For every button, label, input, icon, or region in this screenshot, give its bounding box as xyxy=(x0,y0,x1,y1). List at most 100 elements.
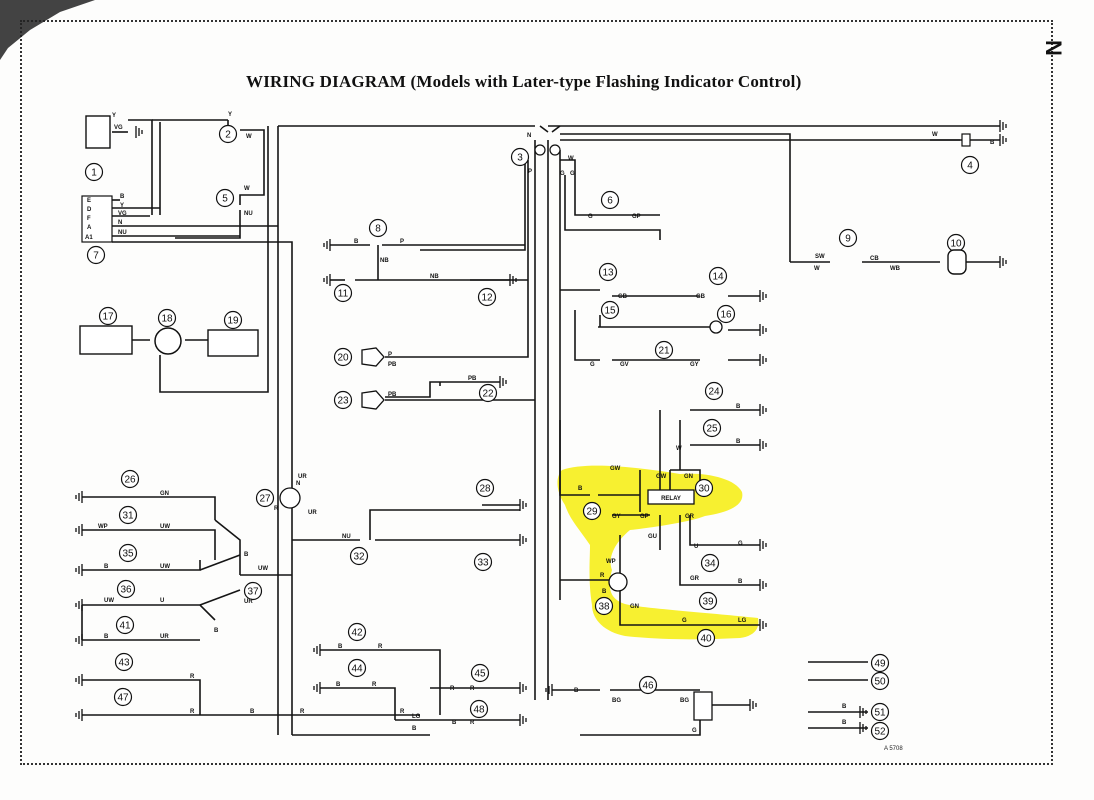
component-number-circle xyxy=(638,675,658,695)
component-16: 16 xyxy=(716,304,736,324)
wire-colour-label: G xyxy=(738,541,743,547)
component-number: 18 xyxy=(161,314,173,325)
wire-colour-label: G xyxy=(560,171,565,177)
wire xyxy=(82,679,201,715)
wire-colour-label: B xyxy=(412,726,417,732)
earth-icon xyxy=(759,439,767,451)
wire xyxy=(689,515,760,546)
earth-icon xyxy=(323,274,331,286)
earth-icon xyxy=(75,524,83,536)
earth-icon xyxy=(75,674,83,686)
component-number-circle xyxy=(700,553,720,573)
earth-icon xyxy=(519,534,527,546)
terminal-label: A1 xyxy=(85,235,93,241)
component-number: 35 xyxy=(122,549,134,560)
earth-icon xyxy=(759,579,767,591)
wire xyxy=(159,126,269,393)
wire-colour-label: WB xyxy=(890,266,901,272)
component-number: 39 xyxy=(702,597,714,608)
wire-colour-label: PB xyxy=(388,392,397,398)
component-11: 11 xyxy=(333,283,353,303)
component-number-circle xyxy=(702,418,722,438)
component-number: 46 xyxy=(642,681,654,692)
component-12: 12 xyxy=(477,287,497,307)
component-4: 4 xyxy=(960,155,980,175)
component-number: 38 xyxy=(598,602,610,613)
component-number-circle xyxy=(475,478,495,498)
earth-icon xyxy=(509,274,517,286)
component-number-circle xyxy=(368,218,388,238)
component-28: 28 xyxy=(475,478,495,498)
earth-icon xyxy=(313,682,321,694)
component-number-circle xyxy=(349,546,369,566)
earth-icon xyxy=(759,539,767,551)
earth-icon xyxy=(135,126,143,138)
wire-colour-label: GW xyxy=(610,466,621,472)
component-15: 15 xyxy=(600,300,620,320)
component-number-circle xyxy=(598,262,618,282)
component-25: 25 xyxy=(702,418,722,438)
wire xyxy=(112,241,293,300)
component-number-circle xyxy=(347,622,367,642)
component-number: 5 xyxy=(222,194,228,205)
component-symbol xyxy=(693,691,713,721)
wire xyxy=(560,159,660,216)
terminal-label: F xyxy=(87,216,91,222)
component-41: 41 xyxy=(115,615,135,635)
wire xyxy=(580,710,701,736)
wire-colour-label: GW xyxy=(656,474,667,480)
wire-colour-label: B xyxy=(736,404,741,410)
component-50: 50 xyxy=(870,671,890,691)
component-34: 34 xyxy=(700,553,720,573)
component-24: 24 xyxy=(704,381,724,401)
wire-colour-label: R xyxy=(190,674,195,680)
wire-colour-label: B xyxy=(736,439,741,445)
earth-icon xyxy=(75,564,83,576)
earth-icon xyxy=(323,239,331,251)
component-36: 36 xyxy=(116,579,136,599)
component-23: 23 xyxy=(333,390,353,410)
component-number-circle xyxy=(870,721,890,741)
component-5: 5 xyxy=(215,188,235,208)
component-number: 50 xyxy=(874,677,886,688)
component-number: 45 xyxy=(474,669,486,680)
component-number-circle xyxy=(694,478,714,498)
earth-icon xyxy=(759,324,767,336)
component-21: 21 xyxy=(654,340,674,360)
wire xyxy=(320,649,441,715)
component-14: 14 xyxy=(708,266,728,286)
component-number: 36 xyxy=(120,585,132,596)
component-51: 51 xyxy=(870,702,890,722)
wire-colour-label: W xyxy=(932,132,938,138)
component-symbol xyxy=(207,329,259,357)
wire-colour-label: B xyxy=(120,194,125,200)
component-number: 37 xyxy=(247,587,259,598)
earth-symbols xyxy=(75,120,1007,734)
component-symbol xyxy=(361,390,385,410)
component-number: 47 xyxy=(117,693,129,704)
component-symbol xyxy=(709,320,723,334)
component-symbol xyxy=(361,347,385,367)
component-number: 31 xyxy=(122,511,134,522)
wire-colour-label: N xyxy=(118,220,122,226)
component-symbol xyxy=(961,133,971,147)
wire-colour-label: B xyxy=(842,704,847,710)
component-number: 20 xyxy=(337,353,349,364)
wire-colour-label: GP xyxy=(632,214,641,220)
component-45: 45 xyxy=(470,663,490,683)
wire xyxy=(175,210,241,239)
highlight-marker xyxy=(557,465,759,640)
component-number-circle xyxy=(716,304,736,324)
drawing-reference: A 5708 xyxy=(884,746,903,752)
earth-icon xyxy=(759,404,767,416)
component-number: 22 xyxy=(482,389,494,400)
component-30: 30 xyxy=(694,478,714,498)
wire-colour-label: R xyxy=(378,644,383,650)
wire xyxy=(82,560,201,571)
component-number-circle xyxy=(114,652,134,672)
wire-colour-label: B xyxy=(578,486,583,492)
wire-colour-label: W xyxy=(244,186,250,192)
wire-colour-label: B xyxy=(452,720,457,726)
wire-colour-label: NB xyxy=(380,258,389,264)
